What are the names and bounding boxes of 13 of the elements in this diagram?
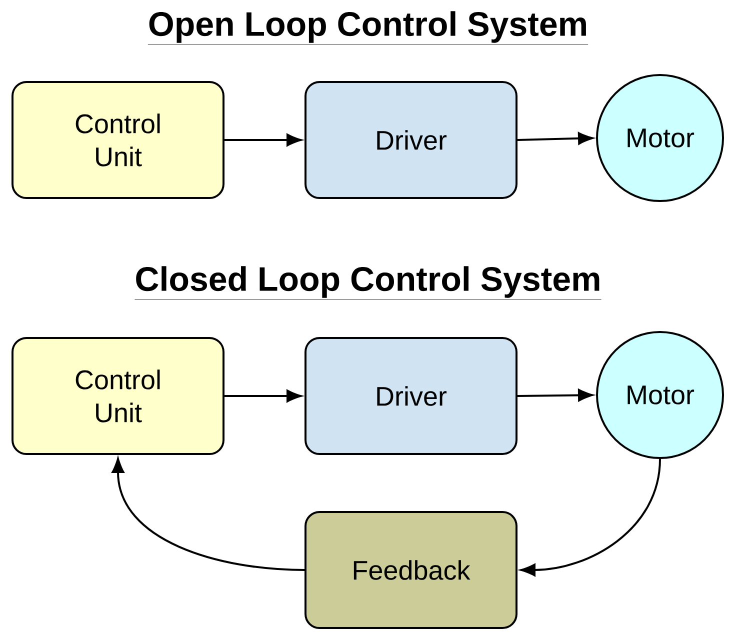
heading: Closed Loop Control System: [134, 266, 602, 300]
process-box: Feedback: [304, 511, 518, 629]
process-box: Driver: [304, 337, 518, 455]
arrow: [224, 390, 302, 402]
process-box: Driver: [304, 81, 518, 199]
arrow: [517, 132, 594, 145]
arrow: [518, 389, 594, 402]
process-box: Control Unit: [12, 337, 224, 455]
process-box: Control Unit: [12, 81, 224, 199]
arrow: [520, 458, 661, 576]
heading: Open Loop Control System: [148, 11, 588, 44]
arrow: [224, 134, 302, 146]
arrow: [112, 458, 305, 571]
